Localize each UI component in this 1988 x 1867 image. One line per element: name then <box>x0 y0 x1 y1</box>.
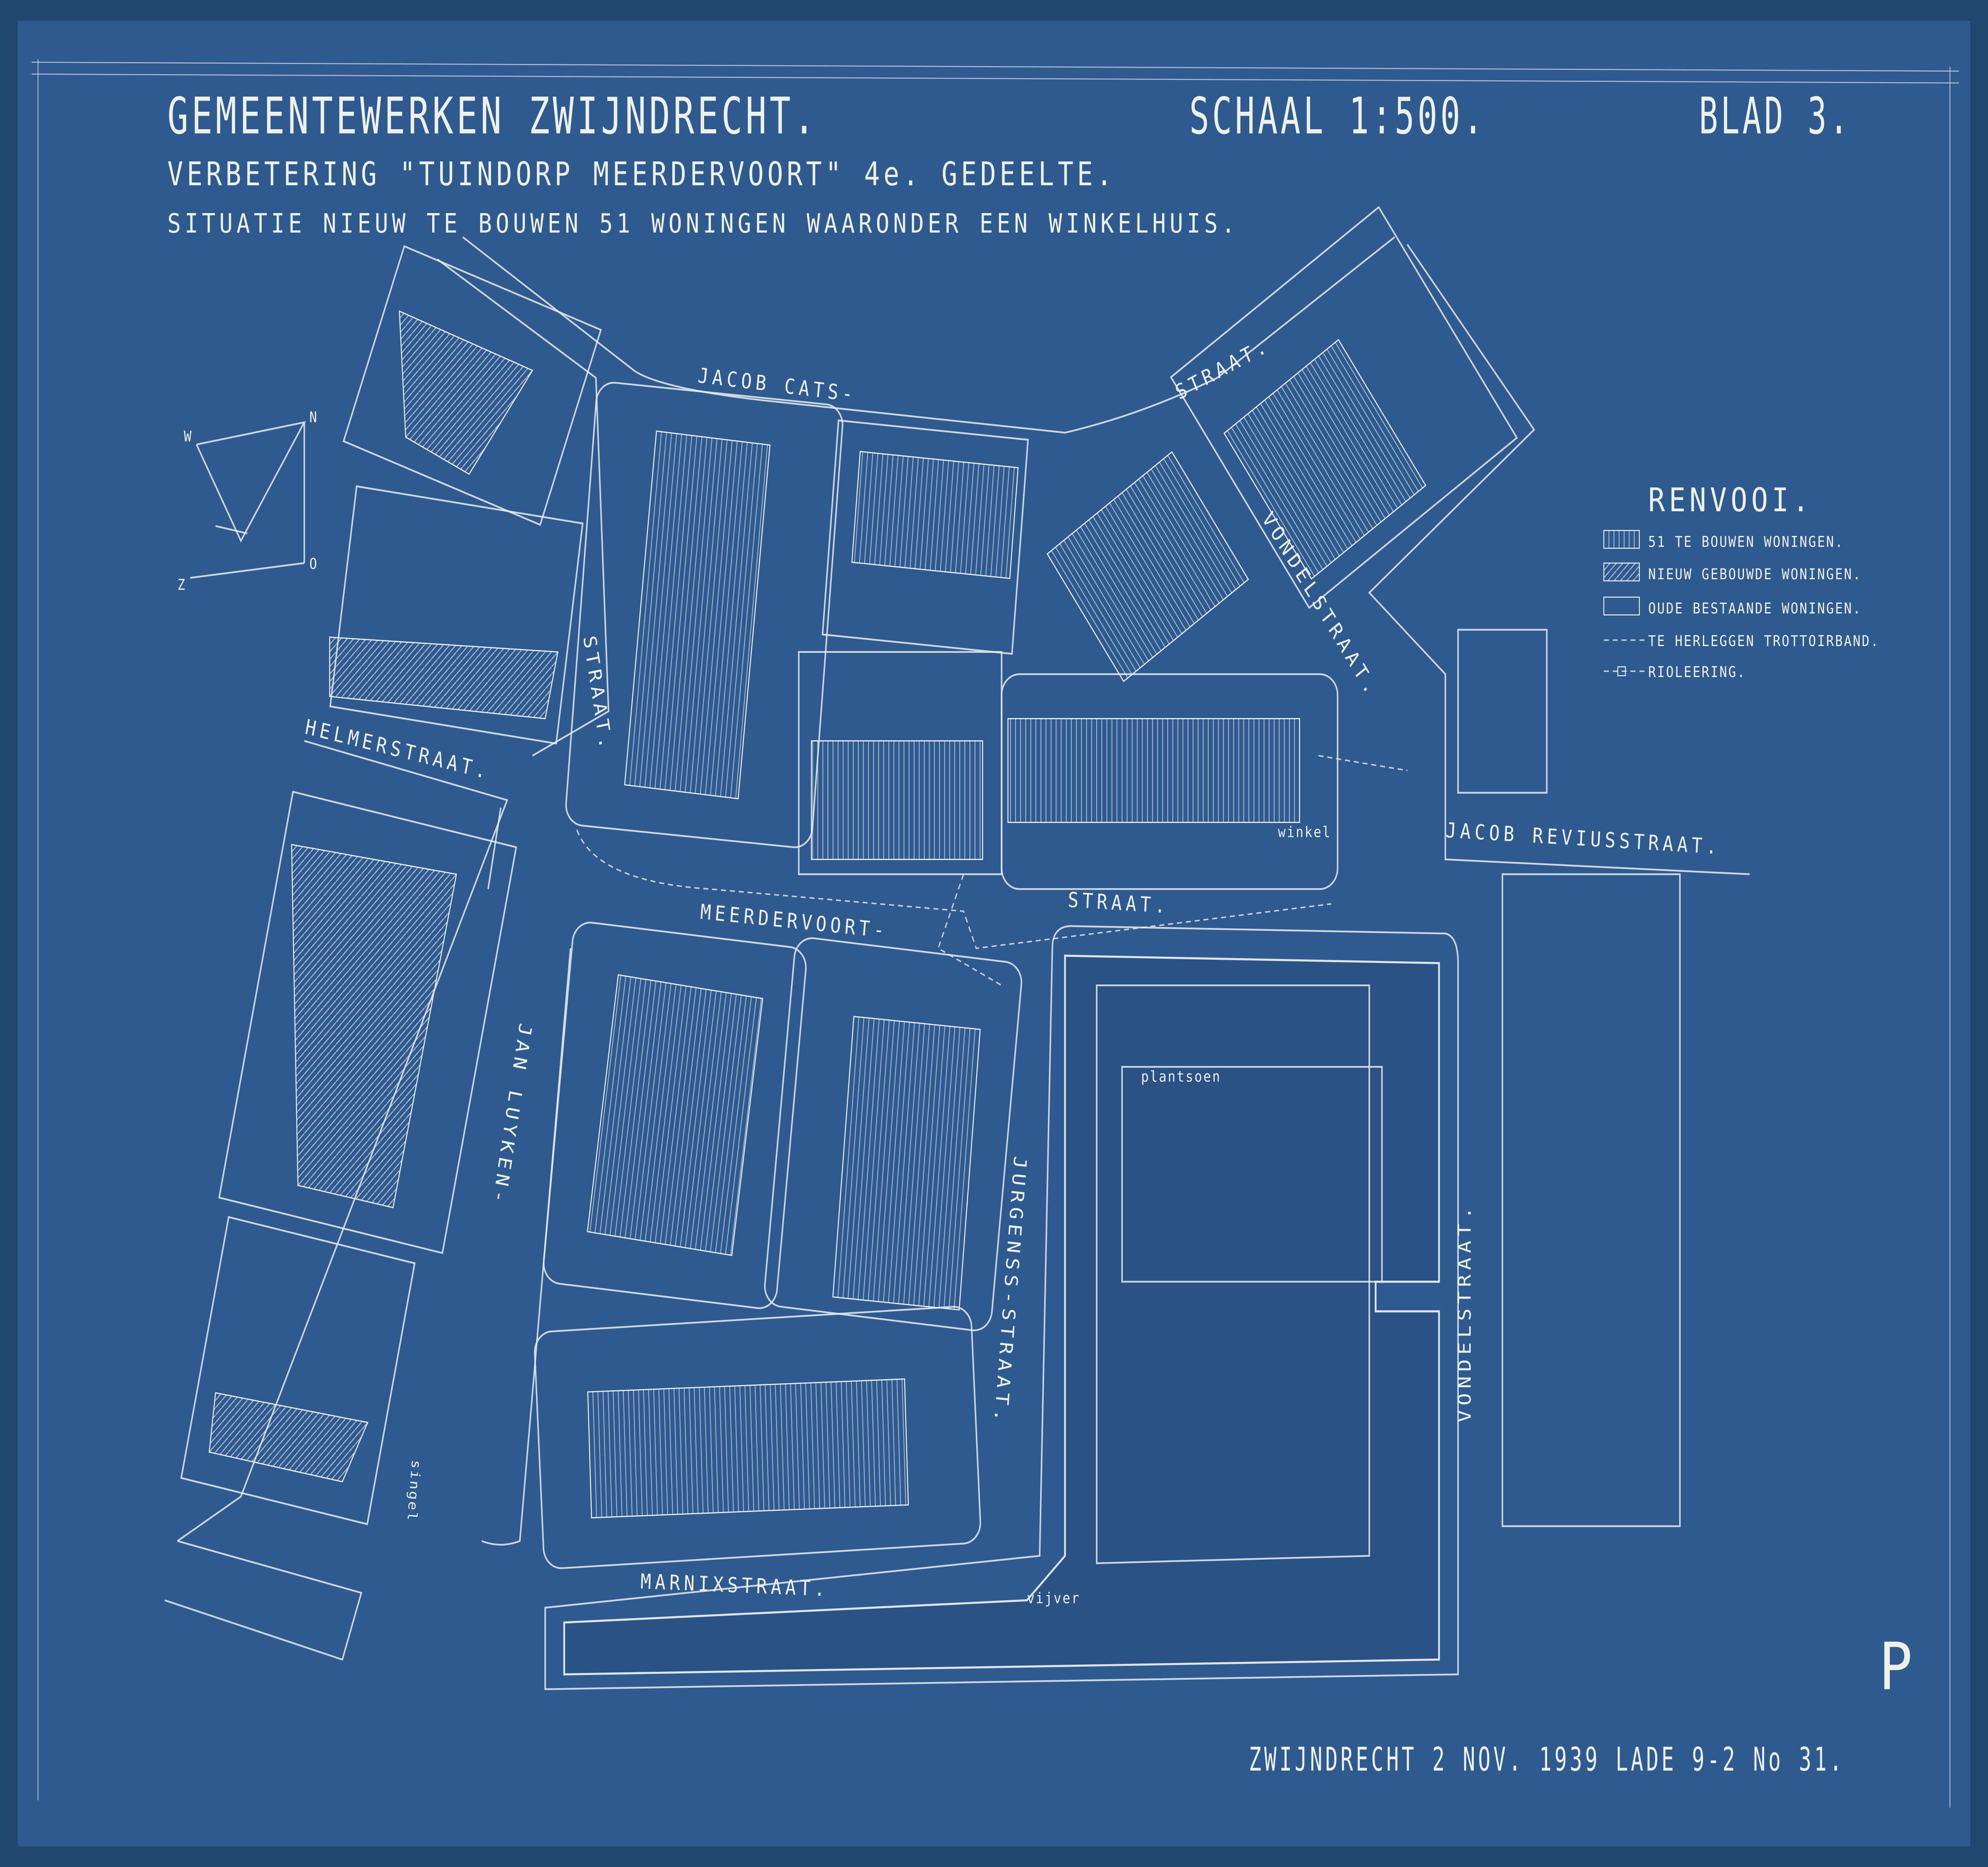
legend: RENVOOI. 51 TE BOUWEN WONINGEN. NIEUW GE… <box>1603 481 1879 681</box>
legend-item-label: 51 TE BOUWEN WONINGEN. <box>1648 534 1844 551</box>
legend-swatch-newly-built <box>1603 562 1640 582</box>
scale-label: SCHAAL 1:500. <box>1189 87 1486 145</box>
drawing-description: SITUATIE NIEUW TE BOUWEN 51 WONINGEN WAA… <box>167 208 1239 239</box>
label-plantsoen: plantsoen <box>1141 1068 1221 1085</box>
drawing-title: GEMEENTEWERKEN ZWIJNDRECHT. <box>167 87 818 145</box>
label-vijver: vijver <box>1027 1590 1080 1607</box>
existing-houses <box>180 206 1681 1569</box>
legend-item-label: RIOLEERING. <box>1648 664 1746 681</box>
streets <box>165 236 1750 1690</box>
legend-swatch-to-build <box>1603 530 1640 549</box>
legend-item-label: OUDE BESTAANDE WONINGEN. <box>1648 600 1862 617</box>
compass-w: W <box>184 428 192 445</box>
legend-item-label: NIEUW GEBOUWDE WONINGEN. <box>1648 566 1862 583</box>
street-vondelstraat-south: VONDELSTRAAT. <box>1455 1202 1475 1423</box>
legend-swatch-existing <box>1603 596 1640 616</box>
footer-date-reference: ZWIJNDRECHT 2 NOV. 1939 LADE 9-2 No 31. <box>1249 1740 1845 1778</box>
manhole-icon <box>1617 666 1626 676</box>
legend-item-label: TE HERLEGGEN TROTTOIRBAND. <box>1648 633 1879 650</box>
legend-title: RENVOOI. <box>1648 481 1813 519</box>
sewer-line <box>937 755 1408 986</box>
compass-n: N <box>309 409 318 426</box>
recently-built-houses <box>208 310 559 1483</box>
label-winkel: winkel <box>1278 824 1331 841</box>
park-plantsoen: plantsoen vijver <box>563 955 1440 1676</box>
new-houses <box>586 339 1427 1519</box>
sheet-number: BLAD 3. <box>1699 87 1851 145</box>
compass-rose: W N Z O <box>177 409 318 594</box>
drawing-subtitle: VERBETERING "TUINDORP MEERDERVOORT" 4e. … <box>167 155 1116 193</box>
compass-o: O <box>309 556 318 573</box>
compass-z: Z <box>177 576 186 594</box>
kerb-relocation-line <box>576 829 1332 949</box>
initial-mark: P <box>1879 1628 1916 1704</box>
